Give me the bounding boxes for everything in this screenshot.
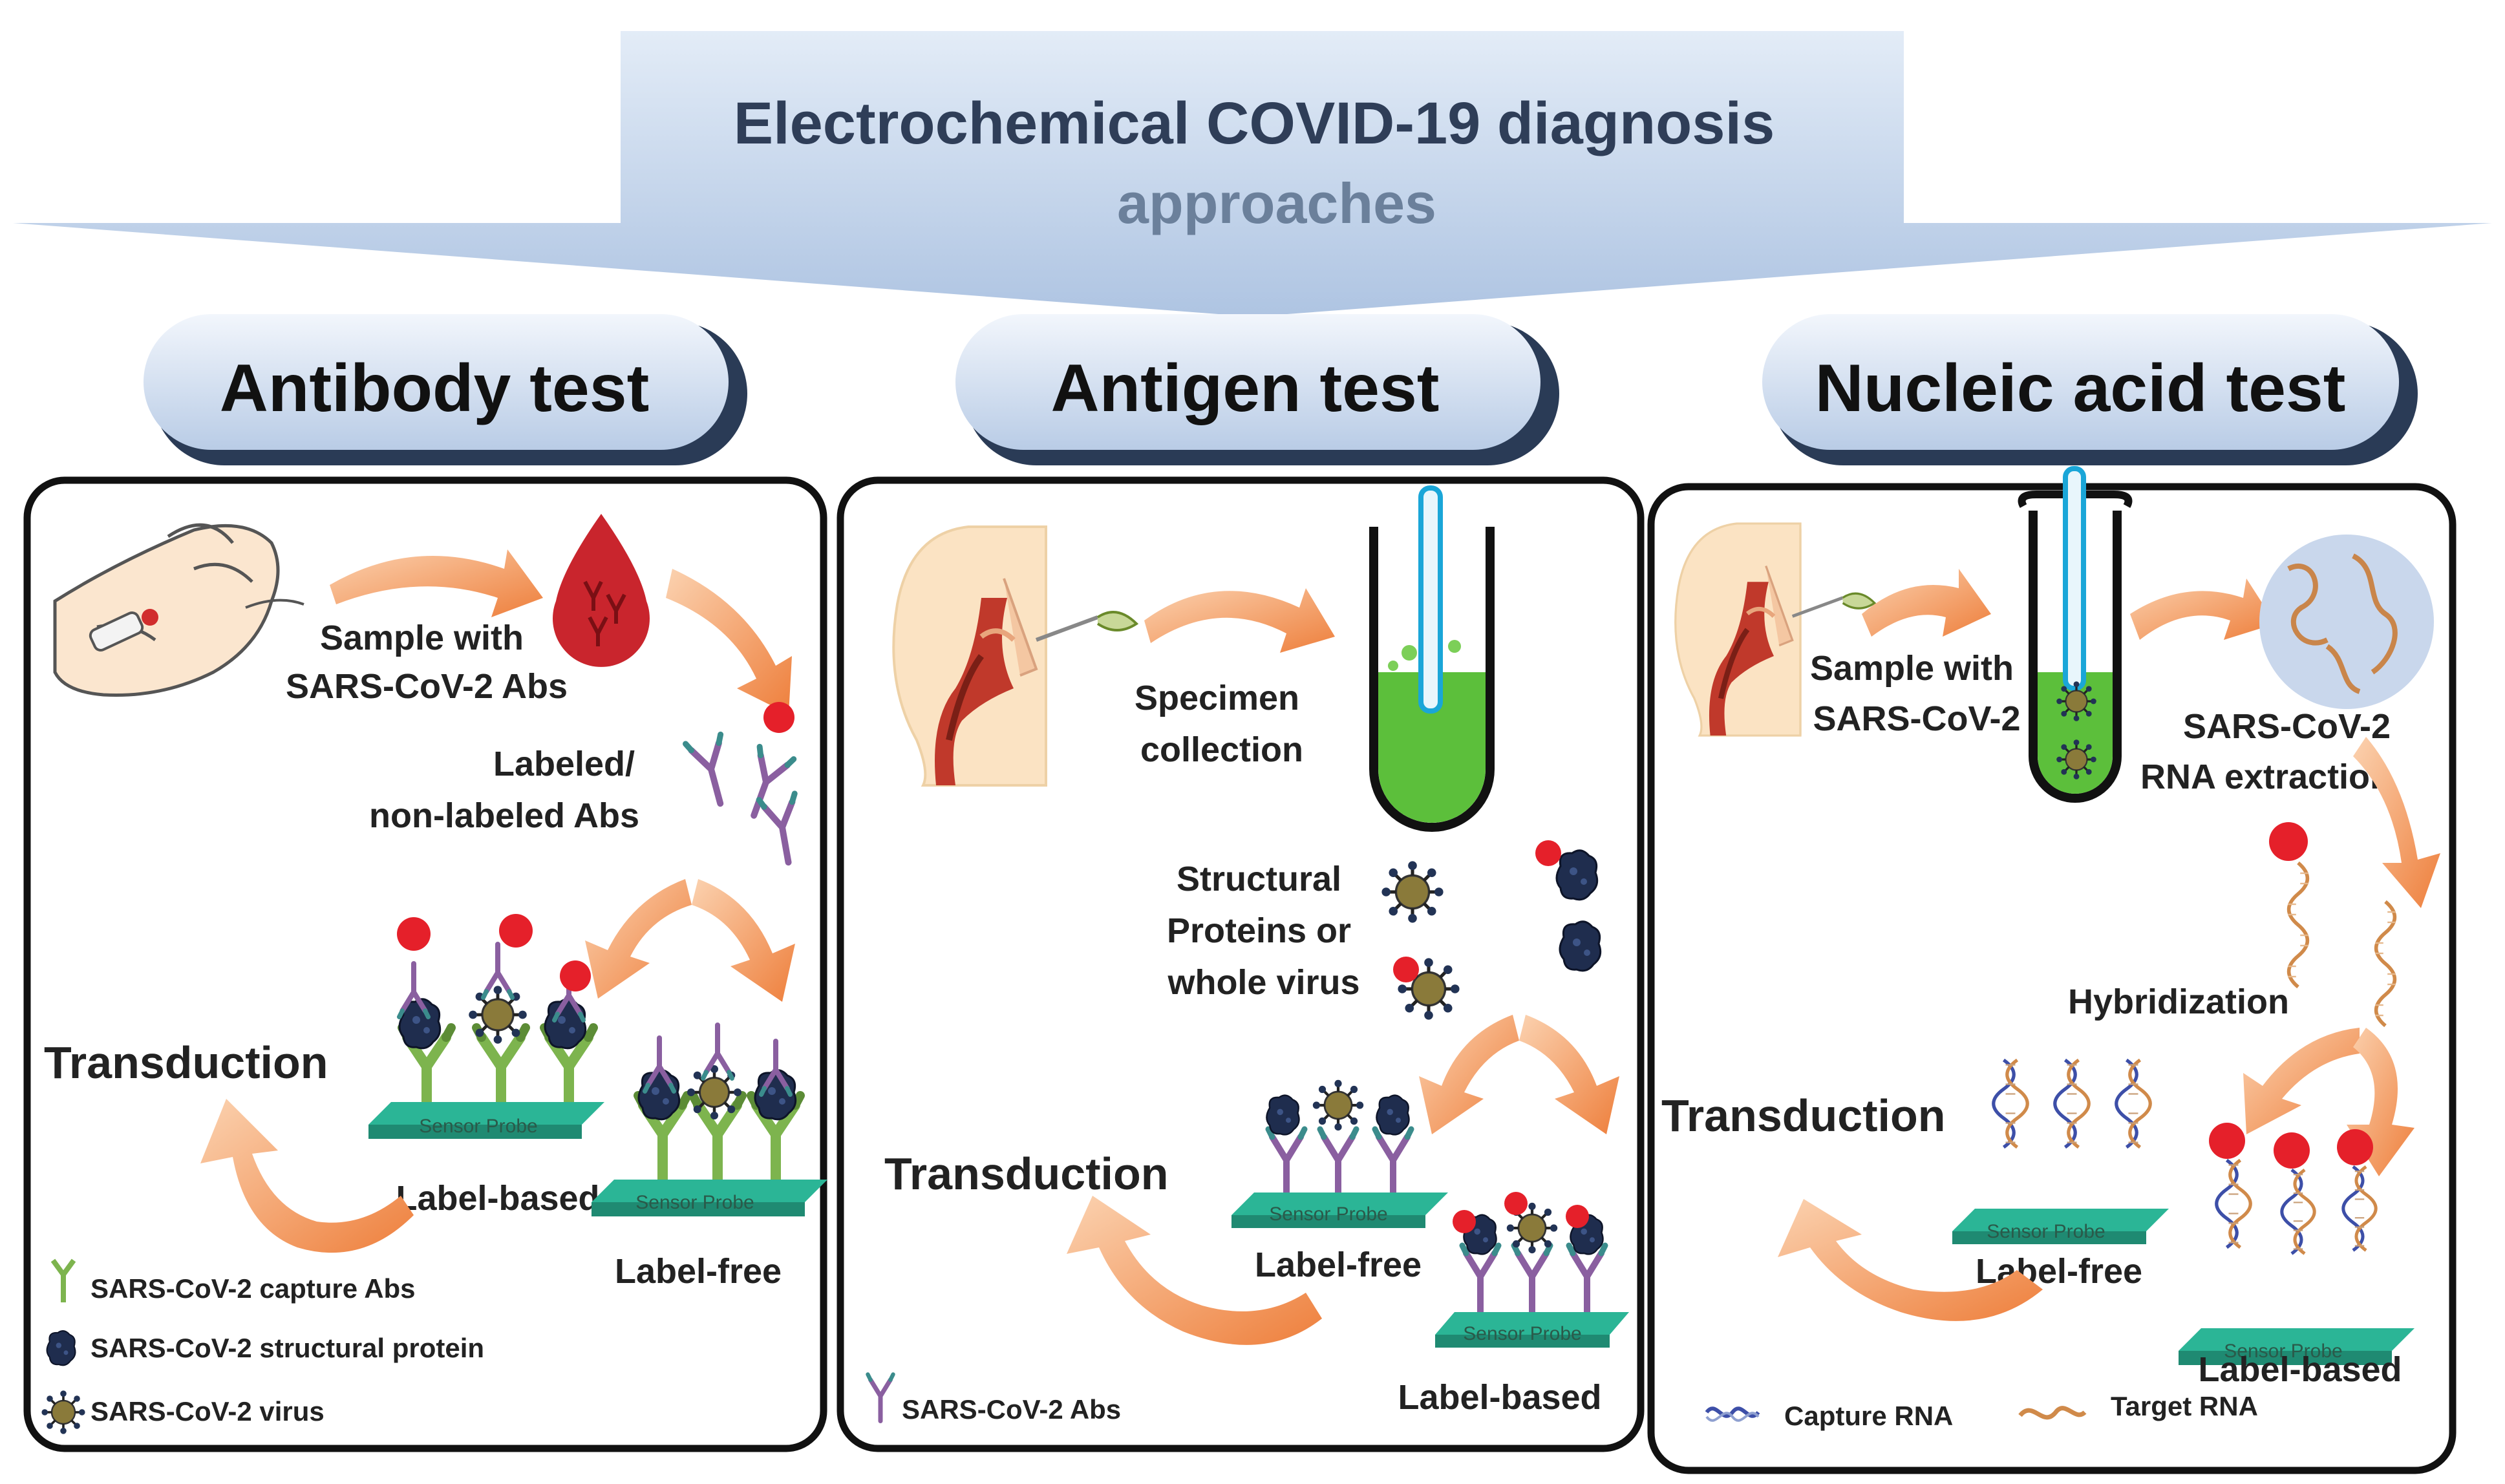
- antigen-legend: SARS-CoV-2 Abs: [868, 1374, 1121, 1425]
- antigen-label-free-sensor: Sensor Probe: [1231, 1080, 1448, 1228]
- nucleic-test-tube-icon: [2018, 466, 2133, 803]
- tab-antigen-label: Antigen test: [1051, 351, 1440, 426]
- arrow-antigen-to-label-free: [1419, 1015, 1519, 1134]
- panel-nucleic: [1647, 483, 2457, 1474]
- arrow-to-label-free: [692, 879, 795, 1002]
- nucleic-transduction-text: Transduction: [1661, 1090, 1945, 1141]
- antibody-legend-item: SARS-CoV-2 structural protein: [91, 1333, 484, 1363]
- antibody-label-based-sensor: Sensor Probe: [368, 914, 604, 1139]
- antigen-label-based-probe: Sensor Probe: [1463, 1323, 1581, 1344]
- antigen-label-based-sensor: Sensor Probe: [1435, 1192, 1629, 1348]
- arrow-nucleic-transduction: [1778, 1199, 2043, 1321]
- tab-antibody: Antibody test: [144, 314, 747, 465]
- structural-protein-icon: [46, 1330, 76, 1366]
- nucleic-legend-item: Capture RNA: [1784, 1401, 1953, 1431]
- virus-icon: [40, 1389, 87, 1436]
- arrow-antigen-specimen: [1144, 588, 1335, 653]
- antibody-label-based-text: Label-based: [396, 1179, 599, 1218]
- target-rna-icon: [2018, 1406, 2087, 1420]
- arrow-nucleic-extraction: [2130, 578, 2276, 640]
- title-banner: Electrochemical COVID-19 diagnosis appro…: [13, 31, 2492, 317]
- labeled-antibodies-illustration: [686, 702, 807, 865]
- nucleic-hybridization-text: Hybridization: [2068, 982, 2289, 1021]
- antigen-targets-illustration: [1381, 840, 1602, 1020]
- tab-antibody-label: Antibody test: [220, 351, 649, 426]
- antibody-abs-label: Labeled/ non-labeled Abs: [369, 745, 645, 835]
- finger-prick-illustration: [53, 523, 304, 697]
- tab-nucleic-label: Nucleic acid test: [1815, 351, 2346, 426]
- antibody-label-free-probe: Sensor Probe: [635, 1192, 754, 1213]
- arrow-nucleic-to-label-free: [2243, 1028, 2360, 1134]
- antibody-legend-item: SARS-CoV-2 capture Abs: [91, 1273, 416, 1304]
- nucleic-legend-item: Target RNA: [2111, 1391, 2258, 1421]
- nucleic-sample-label: Sample with SARS-CoV-2: [1810, 649, 2023, 738]
- arrow-antigen-transduction: [1067, 1196, 1322, 1345]
- antigen-label-based-text: Label-based: [1398, 1378, 1601, 1417]
- arrow-blood-to-abs: [666, 569, 792, 714]
- nasal-swab-face-illustration: [893, 527, 1139, 785]
- nucleic-label-free-sensor: Sensor Probe: [1952, 1060, 2169, 1244]
- rna-extraction-circle-illustration: [2259, 535, 2434, 709]
- banner-title: Electrochemical COVID-19 diagnosis: [734, 90, 1775, 156]
- nucleic-label-based-probe: Sensor Probe: [2224, 1341, 2342, 1362]
- antigen-label-free-probe: Sensor Probe: [1269, 1203, 1387, 1225]
- arrow-antigen-to-label-based: [1519, 1015, 1619, 1134]
- nucleic-face-illustration: [1676, 524, 1877, 736]
- nucleic-label-based-sensor: Sensor Probe: [2179, 1123, 2414, 1365]
- capture-antibody-icon: [50, 1258, 76, 1302]
- antibody-label-free-text: Label-free: [615, 1252, 782, 1291]
- nucleic-legend: Capture RNA Target RNA: [1705, 1391, 2258, 1431]
- antibody-legend-item: SARS-CoV-2 virus: [91, 1396, 325, 1426]
- arrow-sample-to-blood: [330, 549, 543, 617]
- nucleic-label-based-text: Label-based: [2198, 1350, 2402, 1389]
- antigen-label-free-text: Label-free: [1255, 1246, 1422, 1284]
- antigen-test-tube-icon: [1369, 485, 1495, 832]
- antibody-label-free-sensor: Sensor Probe: [592, 1025, 827, 1216]
- nucleic-rna-label: SARS-CoV-2 RNA extraction: [2140, 707, 2400, 796]
- banner-subtitle: approaches: [1117, 171, 1436, 235]
- arrow-nucleic-sample: [1862, 569, 1991, 637]
- arrow-to-label-based: [585, 879, 692, 999]
- antibody-sample-label: Sample with SARS-CoV-2 Abs: [286, 619, 568, 706]
- blood-drop-icon: [553, 514, 650, 667]
- tab-nucleic-acid: Nucleic acid test: [1762, 314, 2418, 465]
- antibody-legend: SARS-CoV-2 capture Abs SARS-CoV-2 struct…: [40, 1258, 484, 1436]
- arrow-nucleic-to-target: [2353, 737, 2440, 908]
- antigen-structural-label: Structural Proteins or whole virus: [1167, 860, 1361, 1002]
- antigen-legend-item: SARS-CoV-2 Abs: [902, 1394, 1121, 1425]
- tab-antigen: Antigen test: [955, 314, 1559, 465]
- nucleic-label-free-probe: Sensor Probe: [1987, 1221, 2105, 1242]
- antigen-specimen-label: Specimen collection: [1135, 679, 1309, 769]
- antibody-transduction-text: Transduction: [44, 1037, 328, 1088]
- arrow-antibody-transduction: [200, 1099, 414, 1253]
- free-target-rna-illustration: [2269, 822, 2396, 1026]
- capture-rna-icon: [1705, 1406, 1760, 1418]
- antibody-label-based-probe: Sensor Probe: [419, 1116, 537, 1137]
- antigen-transduction-text: Transduction: [884, 1149, 1168, 1199]
